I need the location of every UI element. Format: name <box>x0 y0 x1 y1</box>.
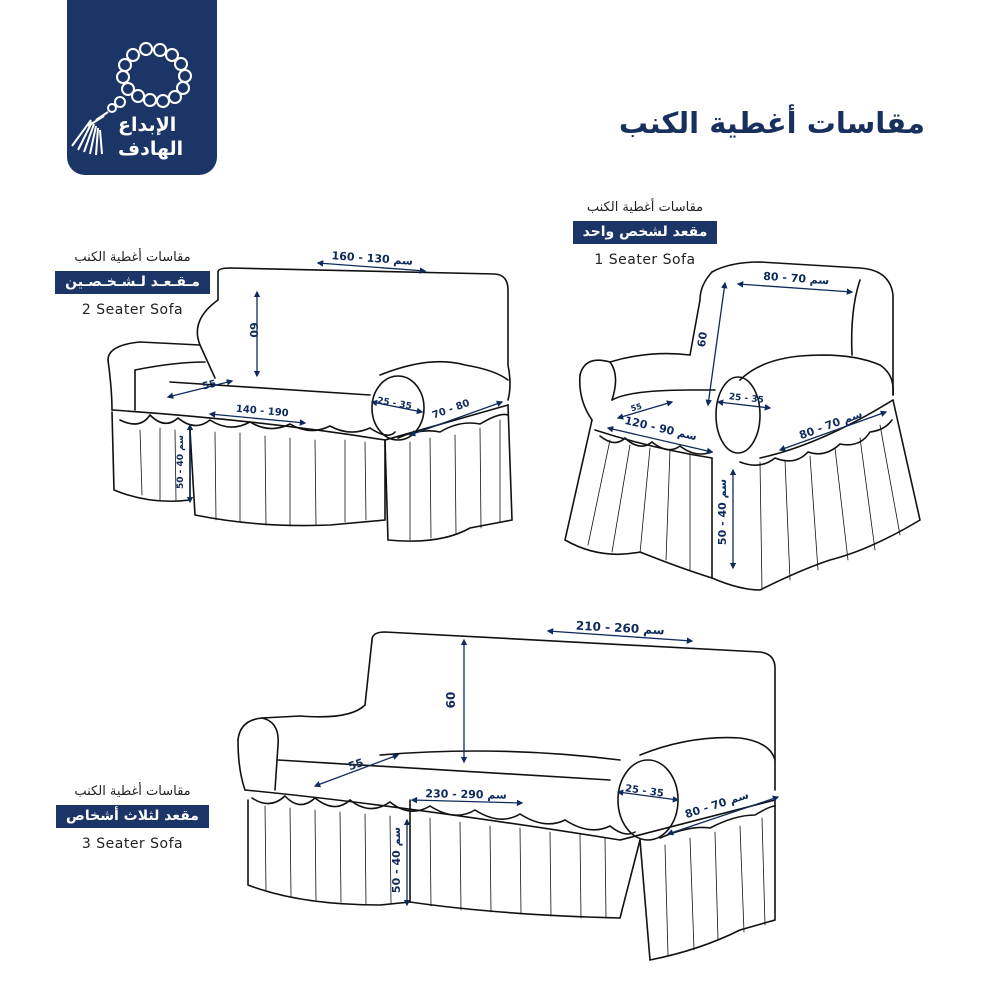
caption-badge: مقعد لثلاث أشخاص <box>56 805 209 828</box>
caption-english: 1 Seater Sofa <box>594 252 696 268</box>
caption-subtitle: مقاسات أغطية الكنب <box>74 250 191 265</box>
dim-back-height: 60 <box>695 331 710 348</box>
dim-depth: 55 <box>347 756 366 773</box>
dim-depth: 55 <box>630 402 644 414</box>
one-seater-sofa <box>564 261 921 591</box>
dim-width: 160 - 130 سم <box>331 249 413 268</box>
logo-line-2: الهادف <box>118 138 184 160</box>
dim-arm-depth: 80 - 70 سم <box>798 407 865 442</box>
dim-arm: 25 - 35 <box>376 396 412 412</box>
dim-arm: 25 - 35 <box>624 783 664 799</box>
two-seater-dimensions <box>166 260 504 504</box>
backrest-outline <box>217 267 511 401</box>
caption-english: 3 Seater Sofa <box>81 836 184 852</box>
page-title: مقاسات أغطية الكنب <box>618 106 925 140</box>
dim-seat: 140 - 190 <box>235 404 289 420</box>
two-seater-caption: مقاسات أغطية الكنب مـقـعـد لـشـخـصـين 2 … <box>45 250 220 318</box>
caption-english: 2 Seater Sofa <box>81 302 184 318</box>
logo-line-1: الإبداع <box>118 114 177 136</box>
one-seater-dimensions <box>606 281 888 570</box>
dim-back-height: 60 <box>247 322 260 338</box>
dim-width: 210 - 260 سم <box>575 619 664 638</box>
dim-skirt: 50 - 40 سم <box>716 479 729 545</box>
caption-badge: مقعد لشخص واحد <box>572 221 718 244</box>
dim-seat: 120 - 90 سم <box>623 414 698 443</box>
dim-depth: 55 <box>201 379 217 393</box>
dim-seat: 230 - 290 سم <box>425 787 507 801</box>
one-seater-caption: مقاسات أغطية الكنب مقعد لشخص واحد 1 Seat… <box>555 200 735 268</box>
caption-subtitle: مقاسات أغطية الكنب <box>74 784 191 799</box>
dim-back-height: 60 <box>444 692 458 709</box>
two-seater-sofa <box>107 267 513 542</box>
dim-arm: 25 - 35 <box>728 392 764 406</box>
three-seater-caption: مقاسات أغطية الكنب مقعد لثلاث أشخاص 3 Se… <box>45 784 220 852</box>
caption-badge: مـقـعـد لـشـخـصـين <box>55 271 210 294</box>
caption-subtitle: مقاسات أغطية الكنب <box>586 200 704 215</box>
dim-top: 80 - 70 سم <box>763 270 830 288</box>
dim-skirt: 50 - 40 سم <box>176 435 186 489</box>
dim-skirt: 50 - 40 سم <box>390 827 403 893</box>
three-seater-dimensions <box>313 628 780 907</box>
